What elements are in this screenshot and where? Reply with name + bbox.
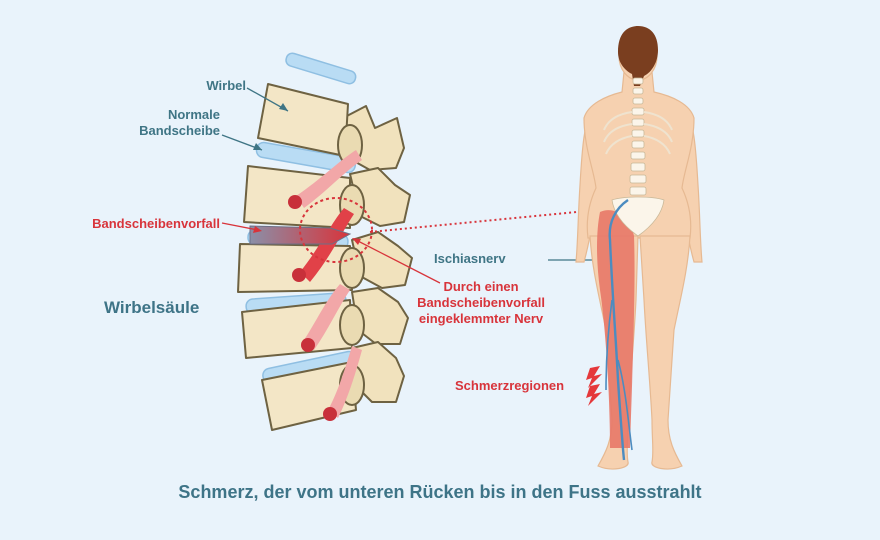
lightning-bolt-icon [586, 366, 602, 406]
hair [618, 26, 658, 86]
nerve-root-end [323, 407, 337, 421]
label-normale-bandscheibe-line1: Normale [167, 107, 220, 122]
herniated-disc [249, 225, 352, 245]
label-eingeklemmter-nerv-line3: eingeklemmter Nerv [418, 311, 544, 326]
nerve-roots [288, 150, 362, 421]
nerve-root-end [301, 338, 315, 352]
label-ischiasnerv: Ischiasnerv [434, 251, 506, 266]
label-eingeklemmter-nerv-line2: Bandscheibenvorfall [417, 295, 545, 310]
ribs [603, 111, 673, 155]
label-wirbel: Wirbel [206, 78, 246, 93]
nerve-root-end [288, 195, 302, 209]
human-figure-back [575, 26, 703, 470]
visible-spine [611, 77, 665, 237]
label-normale-bandscheibe-line2: Bandscheibe [139, 123, 220, 138]
caption: Schmerz, der vom unteren Rücken bis in d… [178, 482, 702, 502]
herniation-highlight-circle [299, 197, 373, 263]
label-pointers [221, 87, 619, 284]
nerve-root-end [292, 268, 306, 282]
sciatic-nerve [608, 199, 629, 461]
label-bandscheibenvorfall: Bandscheibenvorfall [92, 216, 220, 231]
label-eingeklemmter-nerv-line1: Durch einen [443, 279, 519, 294]
label-wirbelsaeule: Wirbelsäule [104, 298, 200, 317]
label-schmerzregionen: Schmerzregionen [455, 378, 565, 393]
